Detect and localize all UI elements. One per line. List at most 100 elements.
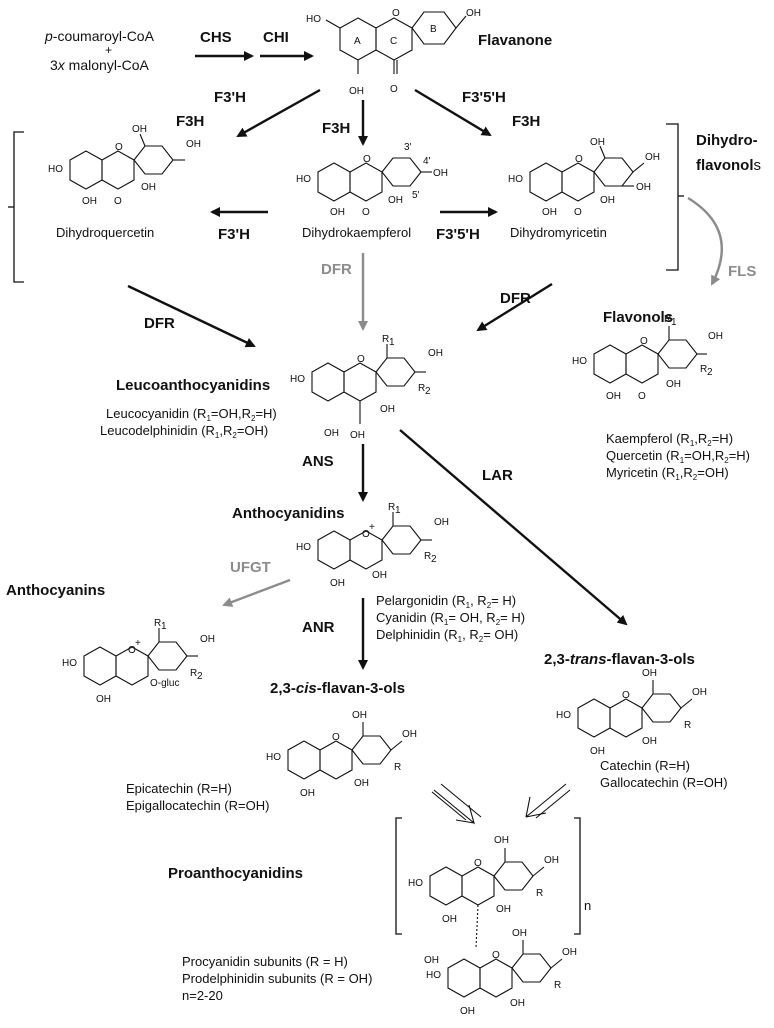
svg-text:OH: OH <box>350 430 365 441</box>
enzyme-f3h-right-b: F3H <box>512 113 540 130</box>
compound-prodelphinidin: Prodelphinidin subunits (R = OH) <box>182 971 372 986</box>
svg-text:OH: OH <box>645 152 660 163</box>
dihydroquercetin-structure: OH OH HO OH O OH O <box>48 124 201 207</box>
svg-text:OH: OH <box>442 914 457 925</box>
svg-text:OH: OH <box>388 195 403 206</box>
class-flavonols: Flavonols <box>603 309 673 326</box>
svg-text:OH: OH <box>402 729 417 740</box>
svg-text:1: 1 <box>395 505 401 516</box>
svg-text:3': 3' <box>404 142 412 153</box>
p-coumaroyl-coa-label: p-coumaroyl-CoA <box>44 28 155 44</box>
svg-text:HO: HO <box>296 542 311 553</box>
svg-text:O: O <box>128 645 136 656</box>
class-cis-flavan-3-ols: 2,3-cis-flavan-3-ols <box>270 680 405 697</box>
svg-text:O: O <box>357 354 365 365</box>
svg-text:R: R <box>382 334 389 345</box>
svg-text:OH: OH <box>600 195 615 206</box>
svg-text:HO: HO <box>408 878 423 889</box>
svg-text:OH: OH <box>141 182 156 193</box>
enzyme-dfr-right: DFR <box>500 290 531 307</box>
compound-epigallocatechin: Epigallocatechin (R=OH) <box>126 798 269 813</box>
epicatechin-structure: OH OH R HO OH OH O <box>266 710 417 799</box>
svg-text:OH: OH <box>330 207 345 218</box>
svg-text:O: O <box>115 142 123 153</box>
svg-text:OH: OH <box>562 947 577 958</box>
class-anthocyanidins: Anthocyanidins <box>232 505 345 522</box>
svg-text:R: R <box>536 888 543 899</box>
dihydrokaempferol-structure: OH 3' 4' 5' HO OH O OH O <box>296 142 448 218</box>
svg-text:O: O <box>492 950 500 961</box>
svg-text:HO: HO <box>296 174 311 185</box>
compound-myricetin: Myricetin (R1,R2=OH) <box>606 465 729 482</box>
class-dihydroflavonols-line2: flavonols <box>696 157 761 174</box>
compound-n-range: n=2-20 <box>182 988 223 1003</box>
svg-text:OH: OH <box>590 746 605 757</box>
svg-text:OH: OH <box>666 379 681 390</box>
leucoanthocyanidin-structure: R 1 OH R 2 HO OH OH OH O <box>290 334 443 441</box>
svg-text:OH: OH <box>428 348 443 359</box>
svg-text:R: R <box>554 980 561 991</box>
class-trans-flavan-3-ols: 2,3-trans-flavan-3-ols <box>544 651 695 668</box>
svg-text:R: R <box>684 720 691 731</box>
compound-procyanidin: Procyanidin subunits (R = H) <box>182 954 348 969</box>
enzyme-dfr-left: DFR <box>144 315 175 332</box>
svg-text:OH: OH <box>352 710 367 721</box>
substrates: p-coumaroyl-CoA + 3x malonyl-CoA <box>44 28 155 73</box>
dihydromyricetin-structure: OH OH OH HO OH O OH O <box>508 137 660 218</box>
bracket-polymer-right <box>574 817 581 935</box>
compound-epicatechin: Epicatechin (R=H) <box>126 781 232 796</box>
svg-text:R: R <box>388 502 395 513</box>
svg-text:OH: OH <box>330 578 345 589</box>
svg-text:OH: OH <box>186 139 201 150</box>
svg-text:R: R <box>394 762 401 773</box>
flavanone-structure: OH HO OH O O A C B <box>306 8 481 97</box>
svg-text:2: 2 <box>707 367 713 378</box>
svg-text:OH: OH <box>642 736 657 747</box>
compound-cyanidin: Cyanidin (R1= OH, R2= H) <box>376 610 525 627</box>
svg-text:R: R <box>424 551 431 562</box>
svg-text:R: R <box>154 618 161 629</box>
compound-pelargonidin: Pelargonidin (R1, R2= H) <box>376 593 516 610</box>
arrow-ufgt <box>222 578 291 607</box>
svg-text:O-gluc: O-gluc <box>150 678 179 689</box>
enzyme-f35h-prime-right: F3'5'H <box>436 226 480 243</box>
svg-text:OH: OH <box>496 904 511 915</box>
svg-text:OH: OH <box>708 331 723 342</box>
svg-text:O: O <box>362 207 370 218</box>
class-dihydroflavonols-line1: Dihydro- <box>696 132 758 149</box>
svg-text:HO: HO <box>290 374 305 385</box>
svg-text:HO: HO <box>62 658 77 669</box>
svg-text:OH: OH <box>82 196 97 207</box>
svg-text:HO: HO <box>426 970 441 981</box>
svg-text:O: O <box>362 529 370 540</box>
polymer-n: n <box>584 898 591 913</box>
arrow-dfr-left <box>127 284 256 348</box>
enzyme-anr: ANR <box>302 619 335 636</box>
class-anthocyanins: Anthocyanins <box>6 582 105 599</box>
catechin-structure: OH OH R HO OH OH O <box>556 668 707 757</box>
svg-text:R: R <box>664 314 671 325</box>
compound-leucocyanidin: Leucocyanidin (R1=OH,R2=H) <box>106 406 277 423</box>
svg-text:OH: OH <box>606 391 621 402</box>
svg-text:OH: OH <box>200 634 215 645</box>
compound-kaempferol: Kaempferol (R1,R2=H) <box>606 431 733 448</box>
compound-quercetin: Quercetin (R1=OH,R2=H) <box>606 448 750 465</box>
svg-text:O: O <box>392 8 400 19</box>
svg-text:5': 5' <box>412 190 420 201</box>
svg-text:O: O <box>638 391 646 402</box>
class-flavanone: Flavanone <box>478 32 552 49</box>
svg-text:HO: HO <box>306 14 321 25</box>
compound-leucodelphinidin: Leucodelphinidin (R1,R2=OH) <box>100 423 268 440</box>
plus-sign: + <box>105 43 112 57</box>
enzyme-chs: CHS <box>200 29 232 46</box>
enzyme-ans: ANS <box>302 453 334 470</box>
svg-text:O: O <box>114 196 122 207</box>
compound-catechin: Catechin (R=H) <box>600 758 690 773</box>
svg-text:HO: HO <box>572 356 587 367</box>
enzyme-ufgt: UFGT <box>230 559 271 576</box>
class-leucoanthocyanidins: Leucoanthocyanidins <box>116 377 270 394</box>
svg-text:OH: OH <box>636 182 651 193</box>
arrow-flavanone-to-dihydroquercetin <box>236 88 321 138</box>
svg-text:R: R <box>190 668 197 679</box>
svg-text:HO: HO <box>556 710 571 721</box>
